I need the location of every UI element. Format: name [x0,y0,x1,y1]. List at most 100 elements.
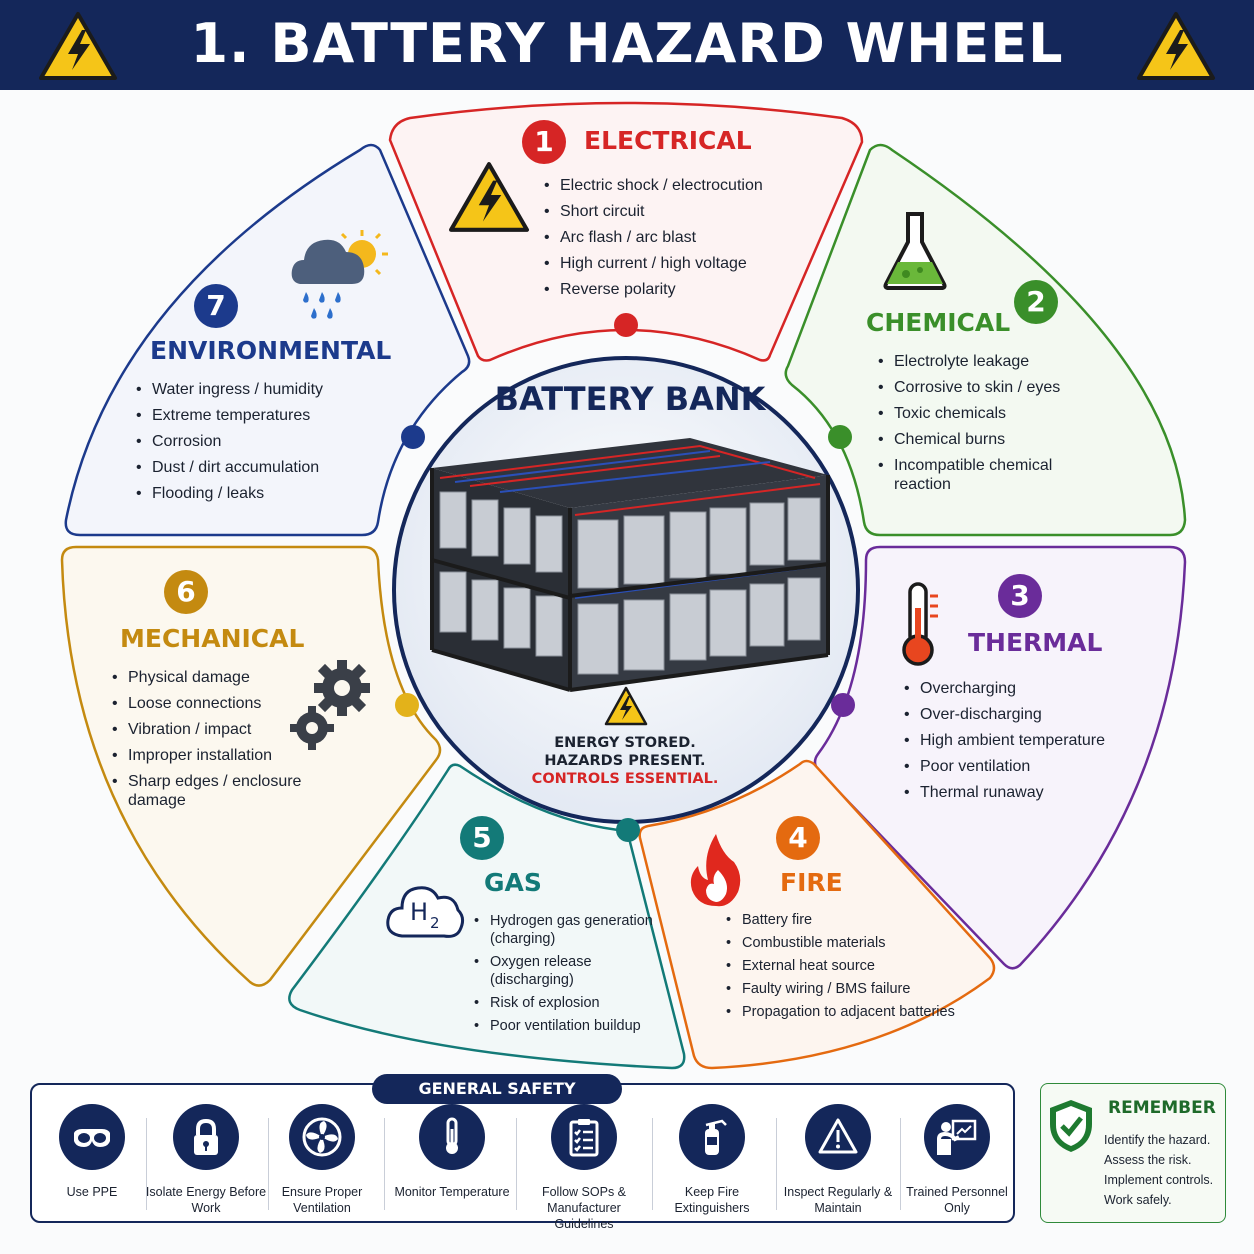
connector-dot-mechanical [395,693,419,717]
connector-dot-thermal [831,693,855,717]
warning-triangle-icon [805,1104,871,1170]
control-inspect-maintain: Inspect Regularly & Maintain [776,1104,900,1216]
high-voltage-warning-icon [449,162,529,232]
divider [652,1118,653,1210]
list-item: Extreme temperatures [136,406,356,425]
list-item: Vibration / impact [112,720,312,739]
list-item: Oxygen release (discharging) [474,953,674,989]
list-item: Corrosion [136,432,356,451]
control-isolate-energy: Isolate Energy Before Work [144,1104,268,1216]
thermometer-icon [902,582,938,666]
list-item: Electrolyte leakage [878,352,1108,371]
center-title: BATTERY BANK [494,380,766,418]
title-fire: FIRE [780,868,843,897]
thermometer-icon [419,1104,485,1170]
control-ventilation: Ensure Proper Ventilation [260,1104,384,1216]
segment-mechanical [60,545,442,987]
badge-mechanical: 6 [164,570,208,614]
warning-icon [604,686,648,726]
badge-gas: 5 [460,816,504,860]
shield-check-icon [1050,1100,1092,1152]
list-item: Physical damage [112,668,312,687]
list-item: Sharp edges / enclosure damage [112,772,312,810]
connector-dot-gas [616,818,640,842]
remember-text: Identify the hazard. Assess the risk. Im… [1104,1133,1214,1207]
center-message: ENERGY STORED. HAZARDS PRESENT. CONTROLS… [531,735,719,787]
badge-chemical: 2 [1014,280,1058,324]
safety-controls-title: GENERAL SAFETY CONTROLS [372,1074,622,1128]
list-fire: Battery fire Combustible materials Exter… [726,911,966,1026]
badge-fire: 4 [776,816,820,860]
control-monitor-temperature: Monitor Temperature [388,1104,516,1200]
title-gas: GAS [484,868,542,897]
list-item: Toxic chemicals [878,404,1108,423]
list-item: Arc flash / arc blast [544,228,804,247]
fan-icon [289,1104,355,1170]
remember-title: REMEMBER [1108,1098,1216,1118]
list-item: Poor ventilation buildup [474,1017,674,1035]
flame-icon [690,834,741,907]
list-item: Improper installation [112,746,312,765]
warning-icon [1137,12,1215,80]
list-item: Incompatible chemical reaction [878,456,1108,494]
connector-dot-electrical [614,313,638,337]
list-item: Poor ventilation [904,757,1144,776]
battery-rack-image [430,438,830,692]
list-item: Loose connections [112,694,312,713]
divider [776,1118,777,1210]
list-item: High current / high voltage [544,254,804,273]
divider [384,1118,385,1210]
control-fire-extinguishers: Keep Fire Extinguishers [650,1104,774,1216]
page-title: 1. BATTERY HAZARD WHEEL [190,12,1064,75]
list-item: Faulty wiring / BMS failure [726,980,966,998]
divider [516,1118,517,1210]
list-item: Chemical burns [878,430,1108,449]
list-item: Overcharging [904,679,1144,698]
badge-thermal: 3 [998,574,1042,618]
connector-dot-environmental [401,425,425,449]
safety-goggles-icon [59,1104,125,1170]
control-trained-personnel: Trained Personnel Only [898,1104,1016,1216]
badge-electrical: 1 [522,120,566,164]
title-electrical: ELECTRICAL [584,126,752,155]
list-item: Flooding / leaks [136,484,356,503]
header-banner [0,0,1254,90]
control-use-ppe: Use PPE [30,1104,154,1200]
list-item: High ambient temperature [904,731,1144,750]
hydrogen-cloud-icon: H 2 [384,874,466,946]
title-chemical: CHEMICAL [866,308,1011,337]
warning-icon [39,12,117,80]
list-environmental: Water ingress / humidity Extreme tempera… [136,380,356,510]
list-item: Water ingress / humidity [136,380,356,399]
list-item: Dust / dirt accumulation [136,458,356,477]
padlock-icon [173,1104,239,1170]
divider [146,1118,147,1210]
list-thermal: Overcharging Over-discharging High ambie… [904,679,1144,809]
list-item: Corrosive to skin / eyes [878,378,1108,397]
list-item: Reverse polarity [544,280,804,299]
list-item: Combustible materials [726,934,966,952]
checklist-icon [551,1104,617,1170]
list-item: Propagation to adjacent batteries [726,1003,966,1021]
list-gas: Hydrogen gas generation (charging) Oxyge… [474,912,674,1040]
list-item: Over-discharging [904,705,1144,724]
title-mechanical: MECHANICAL [120,624,305,653]
list-item: Battery fire [726,911,966,929]
fire-extinguisher-icon [679,1104,745,1170]
divider [268,1118,269,1210]
connector-dot-chemical [828,425,852,449]
rain-cloud-sun-icon [291,230,388,319]
list-chemical: Electrolyte leakage Corrosive to skin / … [878,352,1108,501]
list-mechanical: Physical damage Loose connections Vibrat… [112,668,312,817]
title-thermal: THERMAL [968,628,1103,657]
list-electrical: Electric shock / electrocution Short cir… [544,176,804,306]
divider [900,1118,901,1210]
list-item: External heat source [726,957,966,975]
list-item: Thermal runaway [904,783,1144,802]
title-environmental: ENVIRONMENTAL [150,336,392,365]
flask-icon [883,212,947,290]
control-follow-sops: Follow SOPs & Manufacturer Guidelines [516,1104,652,1232]
badge-environmental: 7 [194,284,238,328]
trainer-icon [924,1104,990,1170]
list-item: Short circuit [544,202,804,221]
